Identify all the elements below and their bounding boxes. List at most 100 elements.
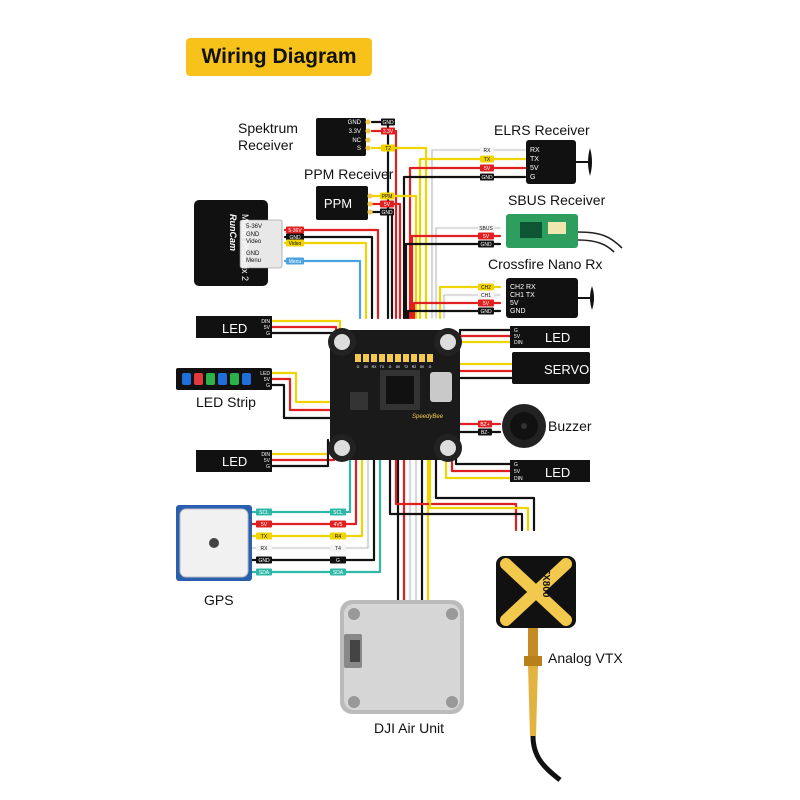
spektrum-receiver: GND 3.3V NC S (316, 118, 371, 156)
wire-tag-bg (480, 155, 494, 163)
spektrum-pin: GND (348, 120, 362, 126)
wire-tag-bg (256, 556, 272, 564)
wire-tag-bg (330, 544, 346, 552)
led-pin: DIN (514, 476, 523, 482)
tag-bz-minus: BZ- (481, 430, 489, 436)
wire-tag-bg (286, 239, 304, 247)
tag-5v: 5V (483, 234, 490, 240)
tag-video: Video (289, 241, 302, 247)
spektrum-pin: S (357, 146, 361, 152)
analog-vtx: TX800 (496, 556, 576, 782)
wire-tag-bg (256, 508, 272, 516)
led-pin: 5V (514, 469, 521, 475)
tag-bz-plus: BZ+ (480, 422, 489, 428)
camera-model: Model Phoenix 2 (240, 214, 250, 281)
spektrum-pin: NC (352, 138, 361, 144)
fc-pad-label: R2 (412, 365, 417, 369)
tag-t2: T2 (385, 146, 391, 152)
led-strip-pin: LED (260, 371, 270, 377)
wire-tag-bg (330, 556, 346, 564)
camera-runcam: RunCam Model Phoenix 2 5-36VGNDVideoGNDM… (194, 200, 283, 286)
vtx-logo: TX800 (540, 568, 551, 598)
led-bottom-left-label: LED (222, 454, 247, 469)
wire-tag-bg (256, 520, 272, 528)
tag-gps-pin: SCL (259, 510, 269, 516)
servo: SERVO (512, 352, 590, 384)
fc-pad (363, 354, 369, 362)
elrs-pin: 5V (530, 165, 539, 172)
led-top-right-label: LED (545, 330, 570, 345)
tag-gps-pin: SDA (259, 570, 270, 576)
tag-ch2: CH2 (481, 285, 491, 291)
tag-gps-pin: GND (258, 558, 270, 564)
wire-tag-bg (381, 118, 395, 126)
wire-tag-bg (480, 146, 494, 154)
wire-tag-bg (256, 544, 272, 552)
ppm-body-label: PPM (324, 196, 352, 211)
ppm-receiver: PPM (316, 186, 373, 220)
spektrum-pin: 3.3V (349, 129, 361, 135)
page-title: Wiring Diagram (201, 45, 357, 68)
crossfire-pin: CH1 TX (510, 292, 535, 299)
servo-label: SERVO (544, 362, 589, 377)
led-pin: G (266, 464, 270, 470)
wire-tag-bg (478, 307, 494, 315)
camera-pin: GND (246, 232, 260, 238)
tag-gnd: GND (382, 120, 394, 126)
wire-tag-bg (478, 299, 494, 307)
strip-led (218, 373, 227, 385)
tag-gnd: GND (289, 235, 301, 241)
vtx-label: Analog VTX (548, 650, 623, 666)
led-strip-label: LED Strip (196, 394, 256, 410)
ppm-label: PPM Receiver (304, 166, 394, 182)
buzzer-label: Buzzer (548, 418, 592, 434)
wire-tag-bg (480, 164, 494, 172)
fc-pad (355, 354, 361, 362)
fc-pad-label: G (429, 365, 432, 369)
wire-tag-bg (480, 173, 494, 181)
led-strip-pin: G (266, 383, 270, 389)
wire-tag-bg (478, 224, 494, 232)
fc-pad (379, 354, 385, 362)
strip-led (194, 373, 203, 385)
camera-pin: 5-36V (246, 224, 262, 230)
fc-pad-label: RX (372, 365, 378, 369)
strip-led (230, 373, 239, 385)
tag-5-36v: 5-36V (288, 228, 302, 234)
camera-pin: Menu (246, 258, 261, 264)
crossfire-pin: CH2 RX (510, 284, 536, 291)
strip-led (206, 373, 215, 385)
tag-3v3: 3.3V (383, 129, 394, 135)
led-pin: G (514, 328, 518, 334)
camera-pin: Video (246, 239, 262, 245)
wire-tag-bg (381, 144, 395, 152)
dji-air-unit (340, 600, 464, 714)
spektrum-label-line2: Receiver (238, 137, 294, 153)
tag-sbus: SBUS (479, 226, 493, 232)
camera-brand: RunCam (228, 214, 238, 251)
tag-5v: 5V (384, 202, 391, 208)
wire-tag-bg (330, 508, 346, 516)
tag-5v: 5V (484, 166, 491, 172)
wire-tag-bg (256, 568, 272, 576)
sbus-label: SBUS Receiver (508, 192, 606, 208)
gps-label: GPS (204, 592, 234, 608)
tag-gnd: GND (480, 309, 492, 315)
tag-gnd: GND (481, 175, 493, 181)
wire-tag-bg (478, 420, 492, 428)
wire-tag-bg (381, 127, 395, 135)
fc-brand: SpeedyBee (412, 414, 444, 420)
tag-gps-fc: 4V5 (334, 522, 343, 528)
led-pin: G (514, 462, 518, 468)
tag-ppm: PPM (382, 194, 393, 200)
wire-tag-bg (478, 291, 494, 299)
tag-gps-fc: T4 (335, 546, 341, 552)
fc-pad-label: 5V (364, 365, 369, 369)
title-banner: Wiring Diagram (186, 38, 372, 76)
